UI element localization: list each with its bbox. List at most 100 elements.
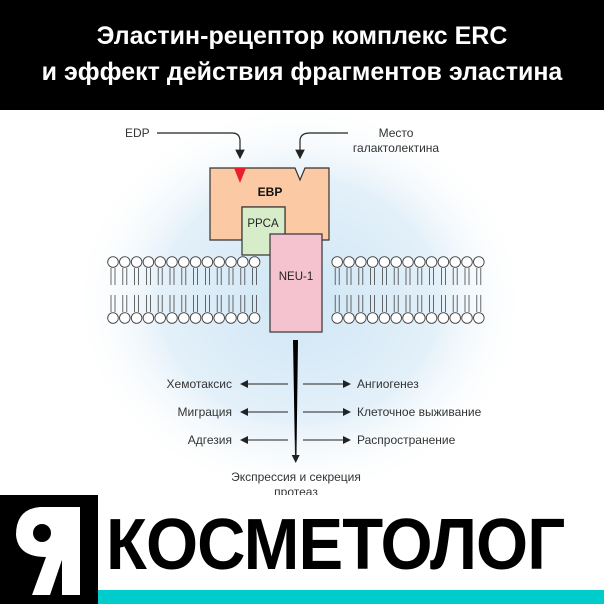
lipid <box>252 268 257 285</box>
lipid <box>189 256 202 268</box>
lipid <box>107 312 119 324</box>
protease-label-1: Экспрессия и секреция <box>231 470 361 484</box>
lipid <box>358 295 364 312</box>
site-label-1: Место <box>379 126 414 140</box>
lipid <box>205 295 210 312</box>
lipid <box>225 312 237 324</box>
lipid <box>429 295 434 312</box>
lipid <box>181 295 187 312</box>
lipid <box>461 312 473 324</box>
lipid <box>248 312 261 324</box>
lipid <box>382 295 387 312</box>
lipid <box>476 295 482 312</box>
lipid <box>355 312 367 324</box>
lipid <box>414 256 426 268</box>
lipid <box>228 295 234 312</box>
effect-angiogenesis: Ангиогенез <box>357 377 419 391</box>
title-line-2: и эффект действия фрагментов эластина <box>41 58 563 86</box>
logo-text: КОСМЕТОЛОГ <box>106 505 565 585</box>
edp-arrow <box>157 132 245 160</box>
lipid <box>370 268 375 285</box>
lipid <box>240 295 246 312</box>
lipid <box>237 256 249 268</box>
lipid <box>107 256 119 268</box>
lipid <box>331 312 343 324</box>
lipid <box>461 256 473 268</box>
lipid <box>130 256 143 268</box>
lipid <box>393 268 399 285</box>
lipid <box>122 268 128 285</box>
edp-label: EDP <box>125 126 150 140</box>
logo-mark <box>0 495 98 604</box>
lipid <box>178 256 190 268</box>
teal-bar <box>98 590 604 604</box>
lipid <box>473 256 485 268</box>
lipid <box>169 268 175 285</box>
lipid <box>366 312 379 324</box>
lipid <box>122 295 128 312</box>
lipid <box>343 312 355 324</box>
lipid <box>248 256 261 268</box>
effect-chemotaxis: Хемотаксис <box>167 377 232 391</box>
effect-migration: Миграция <box>178 405 233 419</box>
lipid <box>237 312 249 324</box>
lipid <box>240 268 246 285</box>
lipid <box>178 312 190 324</box>
lipid <box>355 256 367 268</box>
lipid <box>382 268 387 285</box>
lipid <box>334 268 340 285</box>
erc-diagram: EDP Место галактолектина EBP PPCA NEU-1 … <box>70 110 530 495</box>
ya-logo-icon <box>16 507 80 595</box>
lipid <box>452 268 458 285</box>
lipid <box>346 268 352 285</box>
lipid <box>134 295 139 312</box>
lipid <box>110 295 116 312</box>
lipid <box>110 268 116 285</box>
lipid <box>154 256 166 268</box>
lipid <box>216 268 222 285</box>
lipid <box>216 295 222 312</box>
lipid <box>370 295 375 312</box>
lipid <box>213 312 225 324</box>
lipid <box>366 256 379 268</box>
title-banner: Эластин-рецептор комплекс ERC и эффект д… <box>0 0 604 110</box>
lipid <box>154 312 166 324</box>
lipid <box>166 312 178 324</box>
lipid <box>464 295 470 312</box>
lipid <box>205 268 210 285</box>
lipid <box>402 256 414 268</box>
galactolectin-arrow <box>295 132 348 160</box>
lipid <box>405 295 411 312</box>
site-label-2: галактолектина <box>353 141 440 155</box>
lipid <box>473 312 485 324</box>
lipid <box>417 295 423 312</box>
lipid <box>378 256 391 268</box>
lipid <box>346 295 352 312</box>
lipid <box>134 268 139 285</box>
protease-label-2: протеаз <box>274 485 318 495</box>
lipid <box>417 268 423 285</box>
neu1-protein <box>269 233 323 333</box>
effect-spreading: Распространение <box>357 433 456 447</box>
lipid <box>181 268 187 285</box>
lipid <box>169 295 175 312</box>
lipid <box>130 312 143 324</box>
lipid <box>402 312 414 324</box>
lipid <box>119 256 131 268</box>
lipid <box>142 312 155 324</box>
lipid <box>437 256 450 268</box>
lipid <box>429 268 434 285</box>
lipid <box>464 268 470 285</box>
lipid <box>393 295 399 312</box>
lipid <box>378 312 391 324</box>
lipid <box>452 295 458 312</box>
lipid <box>425 312 438 324</box>
lipid <box>225 256 237 268</box>
lipid <box>437 312 450 324</box>
lipid <box>476 268 482 285</box>
lipid <box>252 295 257 312</box>
lipid <box>405 268 411 285</box>
title-line-1: Эластин-рецептор комплекс ERC <box>96 22 508 50</box>
effect-cell-survival: Клеточное выживание <box>357 405 482 419</box>
ebp-label: EBP <box>258 185 283 199</box>
